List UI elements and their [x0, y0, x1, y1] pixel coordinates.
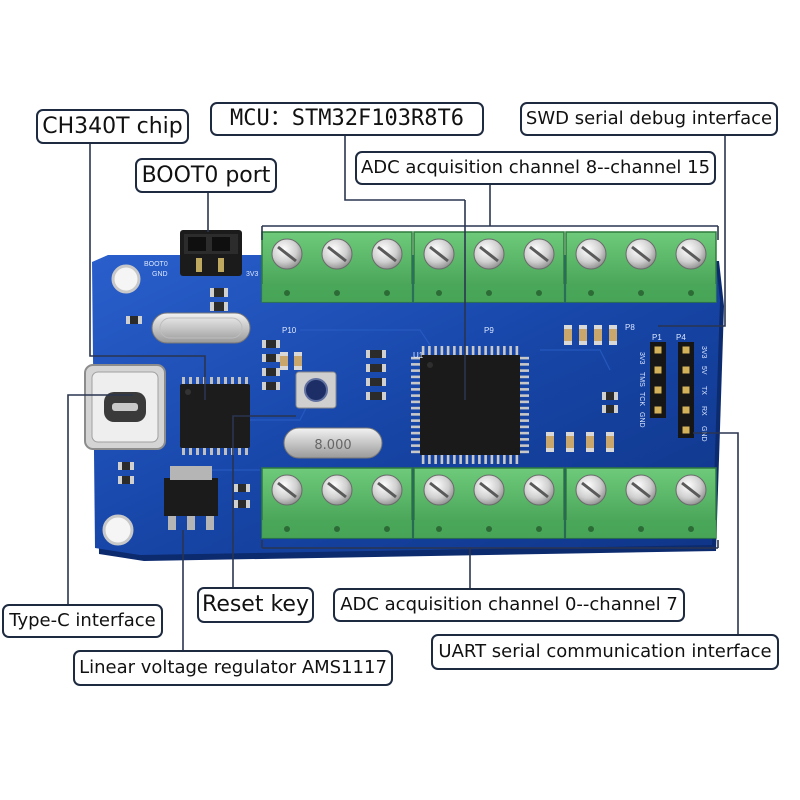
screw-terminal-icon [625, 474, 657, 532]
callout-type-c: Type-C interface [2, 604, 163, 638]
screw-terminal-icon [423, 474, 455, 532]
screw-terminal-icon [575, 238, 607, 296]
screw-terminal-icon [675, 238, 707, 296]
screw-terminal-icon [271, 474, 303, 532]
silk-swd-pin: 3V3 [638, 352, 645, 365]
screw-terminal-icon [625, 238, 657, 296]
jumper-header-icon [180, 230, 242, 276]
screw-terminal-icon [321, 474, 353, 532]
callout-uart: UART serial communication interface [431, 634, 779, 670]
screw-terminal-icon [423, 238, 455, 296]
screw-terminal-icon [473, 474, 505, 532]
regulator-icon [164, 466, 218, 530]
terminal-block-top [261, 231, 717, 303]
callout-boot0: BOOT0 port [135, 158, 277, 193]
callout-regulator: Linear voltage regulator AMS1117 [73, 650, 393, 686]
screw-terminal-icon [371, 474, 403, 532]
silk-p9: P9 [484, 326, 494, 335]
screw-terminal-icon [523, 474, 555, 532]
callout-adc-low: ADC acquisition channel 0--channel 7 [333, 588, 685, 622]
crystal-oscillator-icon: 8.000 [283, 427, 383, 459]
callout-reset: Reset key [197, 587, 314, 623]
mounting-hole [102, 514, 134, 546]
pin-header-icon [678, 342, 694, 438]
silk-gnd: GND [152, 271, 168, 278]
silk-uart-pin: 5V [700, 366, 707, 375]
screw-terminal-icon [271, 238, 303, 296]
screw-terminal-icon [371, 238, 403, 296]
mounting-hole [111, 264, 141, 294]
screw-terminal-icon [321, 238, 353, 296]
callout-swd: SWD serial debug interface [520, 102, 778, 136]
screw-terminal-icon [523, 238, 555, 296]
usb-c-port-icon [84, 364, 166, 450]
leader-lines [67, 134, 739, 650]
screw-terminal-icon [675, 474, 707, 532]
silk-boot0: BOOT0 [144, 261, 168, 268]
silk-u1: U1 [413, 351, 424, 360]
silk-uart-pin: RX [700, 406, 707, 416]
pin-header-icon [650, 342, 666, 418]
callout-adc-high: ADC acquisition channel 8--channel 15 [355, 151, 716, 185]
silk-swd-pin: TCK [638, 392, 645, 406]
silk-swd-pin: GND [638, 412, 645, 428]
screw-terminal-icon [575, 474, 607, 532]
silk-p10: P10 [282, 326, 297, 335]
silk-uart-pin: 3V3 [700, 346, 707, 359]
smd-components [118, 288, 618, 508]
mcu-chip-icon [411, 346, 529, 464]
silk-p1: P1 [652, 333, 662, 342]
crystal-label: 8.000 [314, 438, 351, 453]
silk-uart-pin: TX [700, 386, 707, 395]
silk-p4: P4 [676, 333, 686, 342]
callout-ch340t: CH340T chip [36, 109, 189, 144]
screw-terminal-icon [473, 238, 505, 296]
tactile-switch-icon [295, 371, 337, 409]
silk-swd-pin: TMS [638, 372, 645, 387]
crystal-oscillator-icon [151, 312, 251, 344]
callout-mcu: MCU：STM32F103R8T6 [210, 102, 484, 136]
silk-3v3: 3V3 [246, 271, 259, 278]
terminal-block-bottom [261, 467, 717, 539]
silk-p8: P8 [625, 323, 635, 332]
